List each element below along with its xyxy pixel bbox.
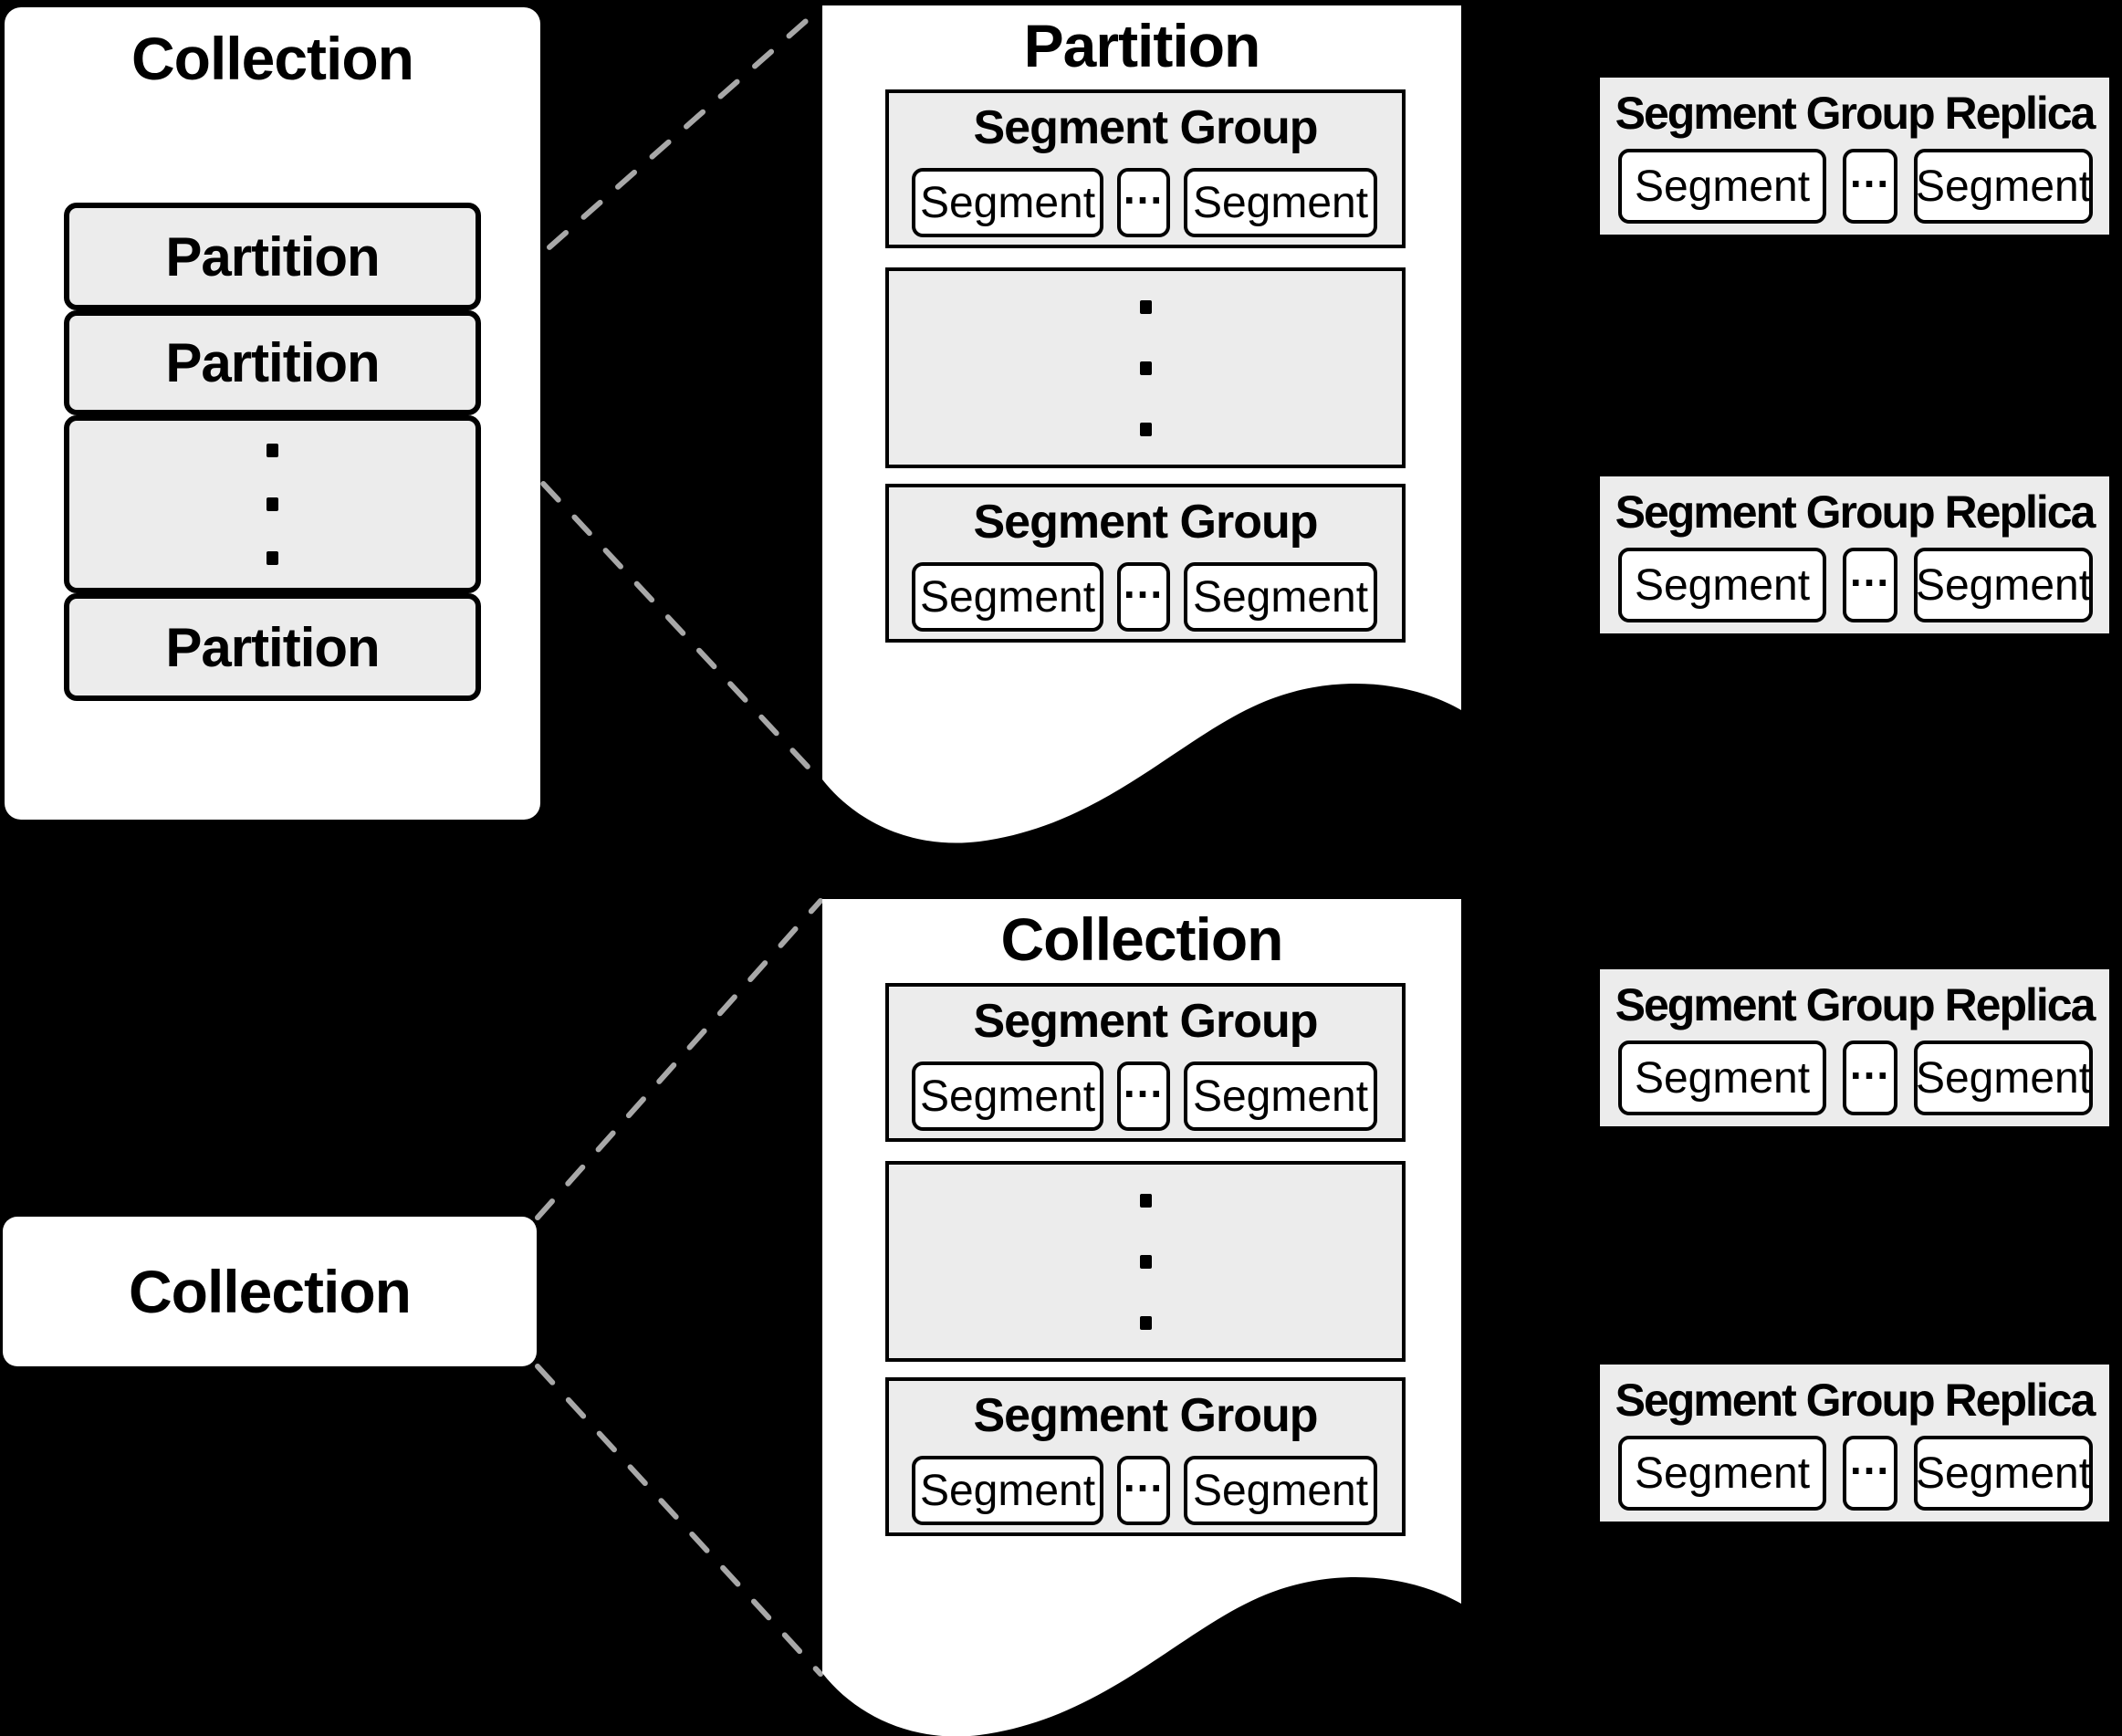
connector-partition-to-doc-bottom — [478, 414, 823, 783]
collection-node: Collection — [3, 1217, 537, 1366]
partition-document-title: Partition — [1023, 12, 1261, 79]
segment-ellipsis-box: ... — [1117, 165, 1170, 237]
segment-box: Segment — [1184, 1456, 1377, 1525]
segment-ellipsis-box: ... — [1843, 1436, 1897, 1511]
partition-box: Partition — [64, 310, 481, 415]
segment-group-box: Segment Group Segment ... Segment — [885, 484, 1406, 643]
horizontal-ellipsis: ... — [1849, 1435, 1891, 1483]
horizontal-ellipsis: ... — [1123, 1452, 1165, 1501]
connector-partition-to-doc-top — [478, 5, 823, 310]
segment-group-replica: Segment Group Replica Segment ... Segmen… — [1600, 78, 2109, 235]
segment-group-ellipsis-box — [885, 267, 1406, 468]
segment-box: Segment — [1618, 149, 1826, 224]
segment-box: Segment — [1184, 562, 1377, 632]
horizontal-ellipsis: ... — [1123, 1058, 1165, 1106]
segment-group-title: Segment Group — [973, 496, 1318, 549]
partition-ellipsis-box — [64, 415, 481, 593]
connector-collection-to-doc-bottom — [535, 1364, 823, 1677]
replica-title: Segment Group Replica — [1615, 486, 2096, 538]
segment-box: Segment — [1184, 1061, 1377, 1131]
replica-title: Segment Group Replica — [1615, 1375, 2096, 1426]
segment-box: Segment — [1914, 548, 2093, 622]
vertical-ellipsis-dot — [267, 497, 278, 511]
segment-box: Segment — [912, 562, 1103, 632]
partition-box: Partition — [64, 593, 481, 701]
segment-group-box: Segment Group Segment ... Segment — [885, 1377, 1406, 1536]
partition-box: Partition — [64, 203, 481, 310]
horizontal-ellipsis: ... — [1123, 559, 1165, 607]
horizontal-ellipsis: ... — [1849, 148, 1891, 196]
segment-box: Segment — [1618, 1436, 1826, 1511]
collection-document-title: Collection — [1000, 905, 1283, 973]
vertical-ellipsis — [1139, 1193, 1152, 1330]
segment-group-replica: Segment Group Replica Segment ... Segmen… — [1600, 1365, 2109, 1522]
segment-box: Segment — [1914, 149, 2093, 224]
segment-box: Segment — [1618, 548, 1826, 622]
partition-label: Partition — [165, 616, 380, 678]
vertical-ellipsis-dot — [267, 551, 278, 565]
segment-group-title: Segment Group — [973, 101, 1318, 154]
segment-group-box: Segment Group Segment ... Segment — [885, 89, 1406, 248]
segment-ellipsis-box: ... — [1117, 1453, 1170, 1525]
collection-node-label: Collection — [128, 1257, 412, 1325]
segment-box: Segment — [912, 1456, 1103, 1525]
segment-group-replica: Segment Group Replica Segment ... Segmen… — [1600, 969, 2109, 1126]
segment-ellipsis-box: ... — [1843, 548, 1897, 622]
segment-box: Segment — [1184, 168, 1377, 237]
collection-document: Collection Segment Group Segment ... Seg… — [822, 899, 1461, 1736]
segment-box: Segment — [1914, 1041, 2093, 1115]
collection-panel: Collection Partition Partition Partition — [5, 7, 540, 820]
horizontal-ellipsis: ... — [1849, 547, 1891, 595]
horizontal-ellipsis: ... — [1849, 1040, 1891, 1088]
segment-ellipsis-box: ... — [1117, 559, 1170, 632]
partition-label: Partition — [165, 332, 380, 393]
segment-group-box: Segment Group Segment ... Segment — [885, 983, 1406, 1142]
segment-ellipsis-box: ... — [1843, 1041, 1897, 1115]
segment-group-replica: Segment Group Replica Segment ... Segmen… — [1600, 476, 2109, 633]
replica-title: Segment Group Replica — [1615, 979, 2096, 1030]
segment-box: Segment — [1618, 1041, 1826, 1115]
segment-ellipsis-box: ... — [1117, 1058, 1170, 1131]
segment-group-title: Segment Group — [973, 995, 1318, 1048]
segment-group-title: Segment Group — [973, 1389, 1318, 1442]
segment-box: Segment — [912, 168, 1103, 237]
segment-ellipsis-box: ... — [1843, 149, 1897, 224]
connector-collection-to-doc-top — [535, 898, 823, 1220]
partition-label: Partition — [165, 225, 380, 288]
replica-title: Segment Group Replica — [1615, 88, 2096, 139]
segment-box: Segment — [912, 1061, 1103, 1131]
segment-group-ellipsis-box — [885, 1161, 1406, 1362]
partition-document: Partition Segment Group Segment ... Segm… — [822, 5, 1461, 849]
vertical-ellipsis — [1139, 299, 1152, 436]
vertical-ellipsis-dot — [267, 444, 278, 457]
collection-panel-title: Collection — [131, 25, 414, 92]
segment-box: Segment — [1914, 1436, 2093, 1511]
horizontal-ellipsis: ... — [1123, 164, 1165, 213]
